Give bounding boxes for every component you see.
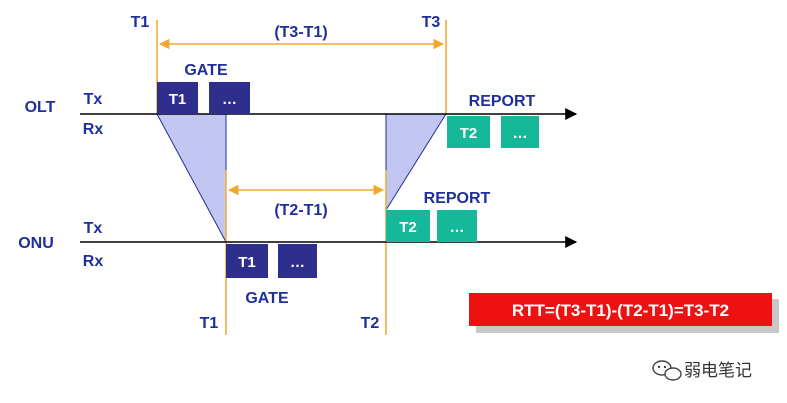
onu-rx-more-frame-label: … (290, 254, 305, 271)
olt-tx-gate-frame-label: T1 (169, 91, 187, 108)
onu-tx-more-frame-label: … (450, 219, 465, 236)
olt-rx-report-frame-label: T2 (460, 125, 478, 142)
wechat-icon (652, 360, 682, 381)
gate-propagation-wedge (156, 113, 227, 243)
gate-top-label: GATE (184, 62, 228, 79)
olt-rx-more-frame (501, 116, 539, 148)
gate-bottom-label: GATE (245, 290, 289, 307)
onu-rx-label: Rx (83, 253, 104, 270)
t3-minus-t1-label: (T3-T1) (274, 24, 327, 41)
olt-tx-gate-frame (157, 82, 198, 114)
rtt-formula-text: RTT=(T3-T1)-(T2-T1)=T3-T2 (512, 301, 729, 320)
t1-top-label: T1 (131, 14, 150, 31)
onu-tx-more-frame (437, 210, 477, 242)
olt-label: OLT (25, 99, 56, 116)
onu-tx-report-frame-label: T2 (399, 219, 417, 236)
rtt-formula-box (469, 293, 772, 326)
onu-tx-label: Tx (84, 220, 103, 237)
t2-bottom-label: T2 (361, 315, 380, 332)
watermark-text: 弱电笔记 (684, 361, 752, 381)
olt-tx-more-frame-label: … (222, 91, 237, 108)
t1-bottom-label: T1 (200, 315, 219, 332)
onu-rx-gate-frame (226, 244, 268, 278)
onu-label: ONU (18, 235, 54, 252)
olt-tx-more-frame (209, 82, 250, 114)
olt-rx-label: Rx (83, 121, 104, 138)
onu-rx-more-frame (278, 244, 317, 278)
t2-minus-t1-label: (T2-T1) (274, 202, 327, 219)
olt-rx-more-frame-label: … (513, 125, 528, 142)
olt-rx-report-frame (447, 116, 490, 148)
onu-tx-report-frame (386, 210, 430, 242)
onu-rx-gate-frame-label: T1 (238, 254, 256, 271)
report-top-label: REPORT (469, 93, 536, 110)
report-mid-label: REPORT (424, 190, 491, 207)
t3-top-label: T3 (422, 14, 441, 31)
olt-tx-label: Tx (84, 91, 103, 108)
